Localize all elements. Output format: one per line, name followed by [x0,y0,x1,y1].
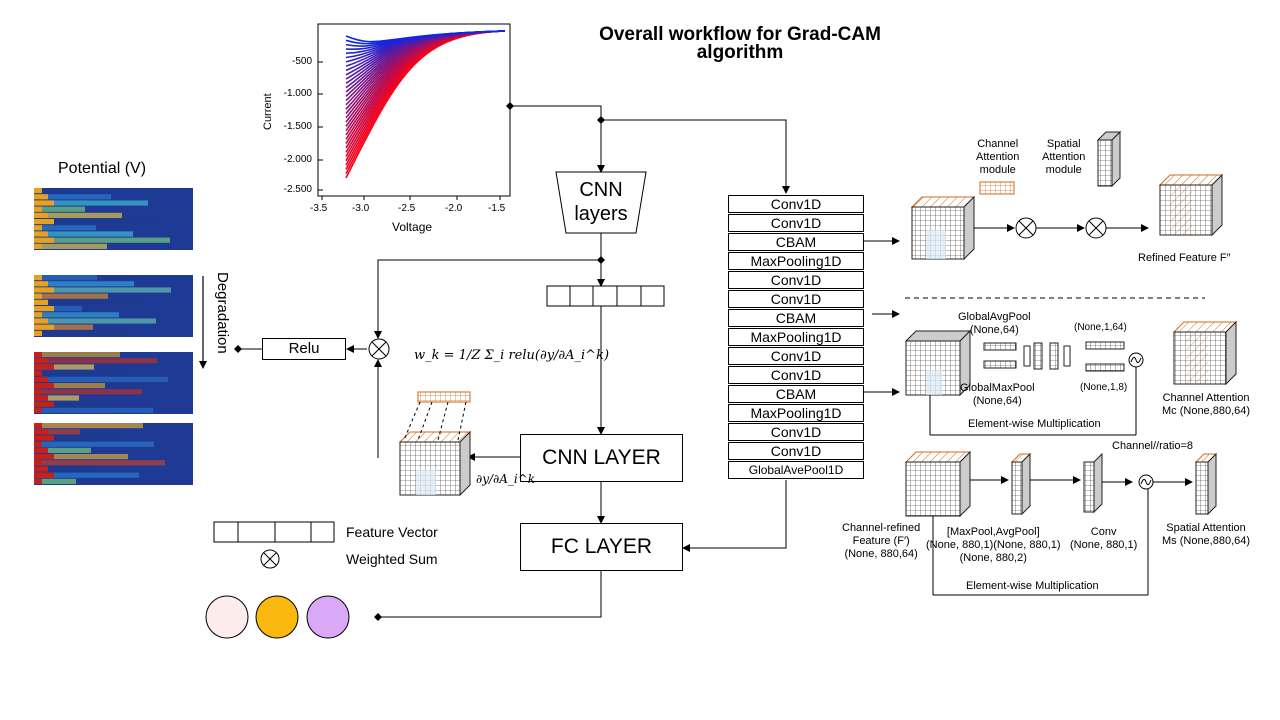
layer-15: GlobalAvePool1D [728,461,864,479]
plot-ytick: -1.000 [283,88,312,99]
connectors [234,102,900,621]
plot-ytick: -2.500 [283,184,312,195]
degradation-label: Degradation [214,272,231,354]
heatmap-title: Potential (V) [58,160,147,177]
layer-9: Conv1D [728,347,864,365]
heatmap-2 [34,275,193,337]
channel-element-wise-label: Element-wise Multiplication [968,418,1101,430]
plot-xtick: -1.5 [488,203,506,214]
channel-attention-detail [904,320,1238,436]
iv-plot [317,23,511,200]
iv-curves [345,30,506,179]
shape-1-8-label: (None,1,8) [1080,382,1128,393]
legend-weighted-sum: Weighted Sum [346,551,438,567]
maxpool-avgpool-label: [MaxPool,AvgPool] (None, 880,1)(None, 88… [926,526,1061,564]
output-class-1 [205,595,249,639]
layer-1: Conv1D [728,195,864,213]
fc-layer-box: FC LAYER [520,523,683,571]
gradient-feature-cube [398,391,472,497]
output-class-2 [255,595,299,639]
refined-cube [1158,173,1224,237]
plot-xtick: -2.5 [398,203,416,214]
layer-13: Conv1D [728,423,864,441]
spatial-element-wise-label: Element-wise Multiplication [966,580,1099,592]
plot-ticks [318,61,501,200]
gradient-label: ∂y/∂A_i^k [476,472,536,486]
cbam-overview [905,130,1224,299]
weight-formula: w_k = 1/Z Σ_i relu(∂y/∂A_i^k) [414,348,610,363]
heatmap-3 [34,352,193,414]
channel-refined-label: Channel-refined Feature (F′) (None, 880,… [842,522,921,560]
heatmap-1 [34,188,193,250]
spatial-attention-detail [904,450,1218,596]
feature-vector-top [546,285,665,307]
input-cube [910,195,976,261]
channel-attention-output-label: Channel Attention Mc (None,880,64) [1162,392,1251,417]
layer-11: CBAM [728,385,864,403]
heatmap-stack [34,188,193,485]
spatial-attention-module-label: Spatial Attention module [1042,138,1086,176]
layer-5: Conv1D [728,271,864,289]
relu-box: Relu [262,338,346,360]
global-avg-pool-label: GlobalAvgPool (None,64) [958,311,1031,336]
layer-10: Conv1D [728,366,864,384]
legend-feature-vector: Feature Vector [346,524,438,540]
plot-xtick: -3.0 [352,203,370,214]
output-class-3 [306,595,350,639]
layer-7: CBAM [728,309,864,327]
conv-label: Conv (None, 880,1) [1070,526,1138,551]
plot-ytick: -2.000 [283,154,312,165]
cnn-layer-box: CNN LAYER [520,434,683,482]
plot-ytick: -500 [291,56,312,67]
layer-14: Conv1D [728,442,864,460]
plot-xtick: -3.5 [310,203,328,214]
output-classes [205,595,350,639]
layer-3: CBAM [728,233,864,251]
channel-ratio-label: Channel//ratio=8 [1112,440,1194,452]
heatmap-4 [34,423,193,485]
legend-weighted-sum-swatch [260,549,280,569]
plot-xlabel: Voltage [392,220,433,234]
layer-2: Conv1D [728,214,864,232]
weighted-sum-node [368,338,390,360]
plot-ytick: -1.500 [283,121,312,132]
channel-attention-module-label: Channel Attention module [976,138,1020,176]
layer-6: Conv1D [728,290,864,308]
legend-feature-vector-swatch [213,521,335,543]
global-max-pool-label: GlobalMaxPool (None,64) [960,382,1035,407]
plot-xtick: -2.0 [445,203,463,214]
spatial-attention-output-label: Spatial Attention Ms (None,880,64) [1162,522,1251,547]
layer-8: MaxPooling1D [728,328,864,346]
layer-4: MaxPooling1D [728,252,864,270]
shape-1-64-label: (None,1,64) [1074,322,1127,333]
layer-12: MaxPooling1D [728,404,864,422]
diagram-title: Overall workflow for Grad-CAM algorithm [599,24,881,63]
refined-feature-label: Refined Feature F″ [1138,252,1231,264]
